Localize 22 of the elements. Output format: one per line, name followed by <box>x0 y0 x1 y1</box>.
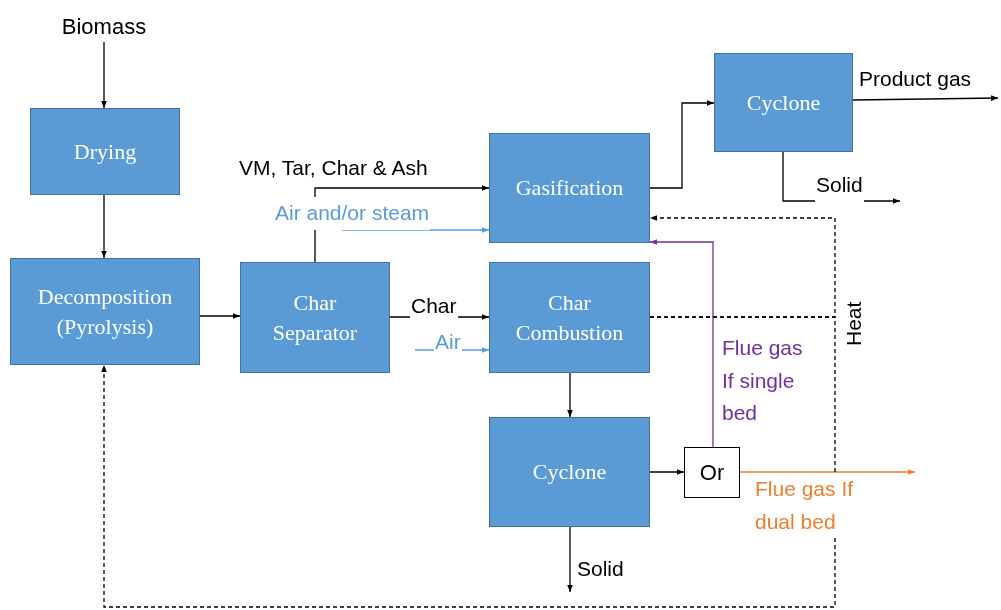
arrow <box>649 469 685 475</box>
process-box: Cyclone <box>489 417 650 527</box>
process-box: Decomposition (Pyrolysis) <box>10 258 200 365</box>
arrow <box>199 313 241 319</box>
arrow <box>101 194 107 259</box>
arrow <box>567 526 573 593</box>
arrow <box>852 95 999 101</box>
arrow <box>567 372 573 418</box>
dashed-arrow <box>101 316 836 608</box>
process-box: Drying <box>30 108 180 195</box>
input-label: Biomass <box>50 10 158 42</box>
process-box: Gasification <box>489 133 650 243</box>
arrow <box>101 41 107 109</box>
arrow <box>649 239 714 448</box>
arrow <box>739 469 916 475</box>
process-box: Cyclone <box>714 53 853 152</box>
arrow <box>649 100 715 189</box>
arrow <box>341 227 490 233</box>
edge-label: Air and/or steam <box>274 197 431 230</box>
choice-box: Or <box>684 447 740 498</box>
process-box: Char Combustion <box>489 262 650 373</box>
process-box: Char Separator <box>240 262 390 373</box>
